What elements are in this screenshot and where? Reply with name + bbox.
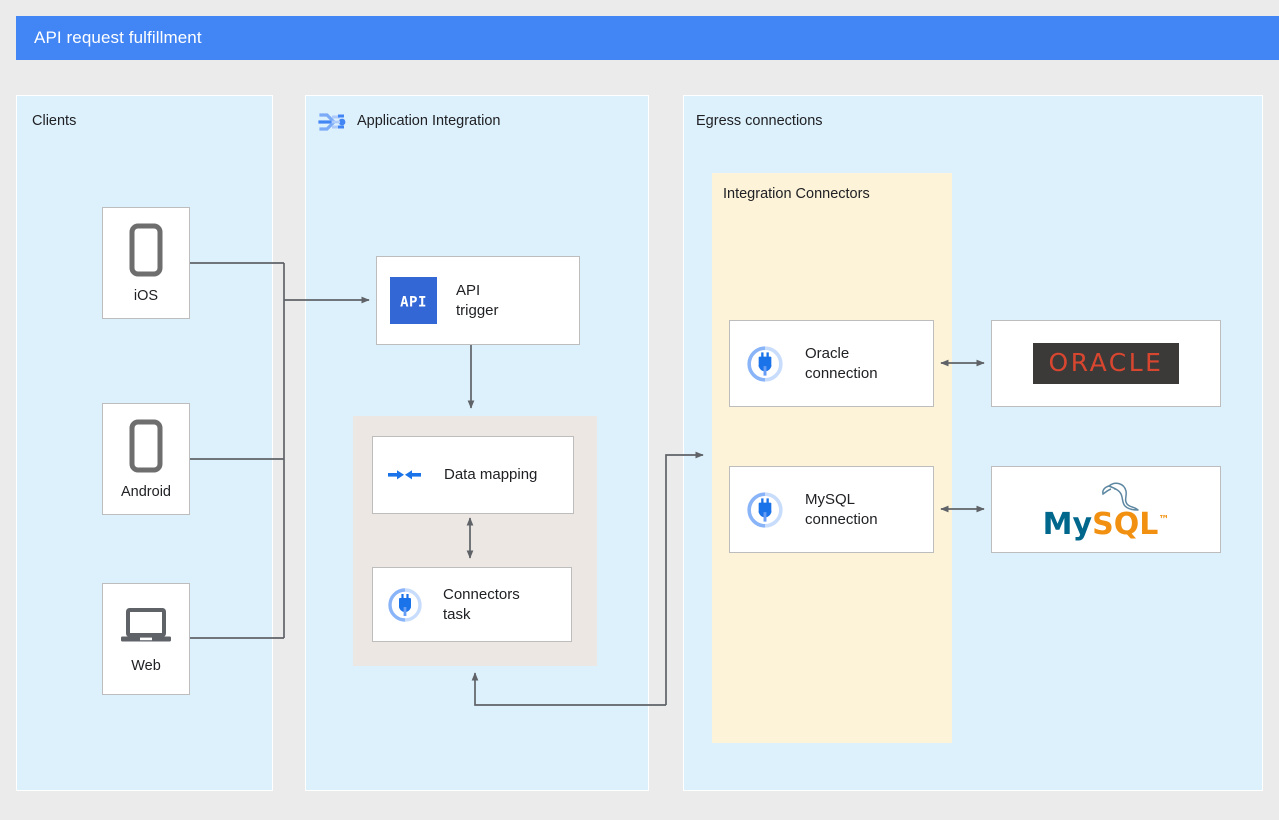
connector-plug-icon [746,491,784,529]
client-node-ios[interactable]: iOS [102,207,190,319]
node-data-mapping[interactable]: Data mapping [372,436,574,514]
node-api-trigger[interactable]: API API trigger [376,256,580,345]
node-label-data-mapping: Data mapping [444,466,538,484]
mysql-dolphin-icon [1102,482,1139,511]
mysql-wordmark: MySQL™ [1042,506,1170,542]
node-label-api-trigger: API trigger [456,282,499,319]
node-connectors-task[interactable]: Connectors task [372,567,572,642]
mysql-sql-text: SQL [1092,506,1159,542]
data-mapping-icon [387,460,423,490]
mysql-logo: MySQL™ [992,480,1220,540]
node-mysql-connection[interactable]: MySQL connection [729,466,934,553]
node-label-mysql-connection: MySQL connection [805,491,878,528]
page-title: API request fulfillment [34,28,202,47]
panel-integration-connectors-label: Integration Connectors [723,186,870,202]
mysql-trademark: ™ [1158,512,1170,526]
mobile-phone-icon [126,223,166,279]
panel-application-integration-label: Application Integration [357,113,501,129]
api-trigger-icon: API [390,277,437,324]
backend-mysql[interactable]: MySQL™ [991,466,1221,553]
node-label-connectors-task: Connectors task [443,586,520,623]
panel-integration-connectors [712,173,952,743]
client-label-ios: iOS [133,287,159,304]
diagram-title-bar: API request fulfillment [16,16,1279,60]
client-node-web[interactable]: Web [102,583,190,695]
oracle-logo: ORACLE [1032,343,1180,384]
connector-plug-icon [387,587,423,623]
connector-plug-icon [746,345,784,383]
application-integration-icon [316,106,348,138]
node-oracle-connection[interactable]: Oracle connection [729,320,934,407]
backend-oracle[interactable]: ORACLE [991,320,1221,407]
panel-egress-connections-label: Egress connections [696,113,823,129]
mysql-my-text: My [1042,506,1093,542]
client-label-android: Android [121,483,171,500]
panel-clients-label: Clients [32,113,77,129]
node-label-oracle-connection: Oracle connection [805,345,878,382]
client-label-web: Web [131,657,161,674]
client-node-android[interactable]: Android [102,403,190,515]
svg-text:API: API [400,295,427,311]
mobile-phone-icon [126,419,166,475]
laptop-icon [118,605,174,649]
